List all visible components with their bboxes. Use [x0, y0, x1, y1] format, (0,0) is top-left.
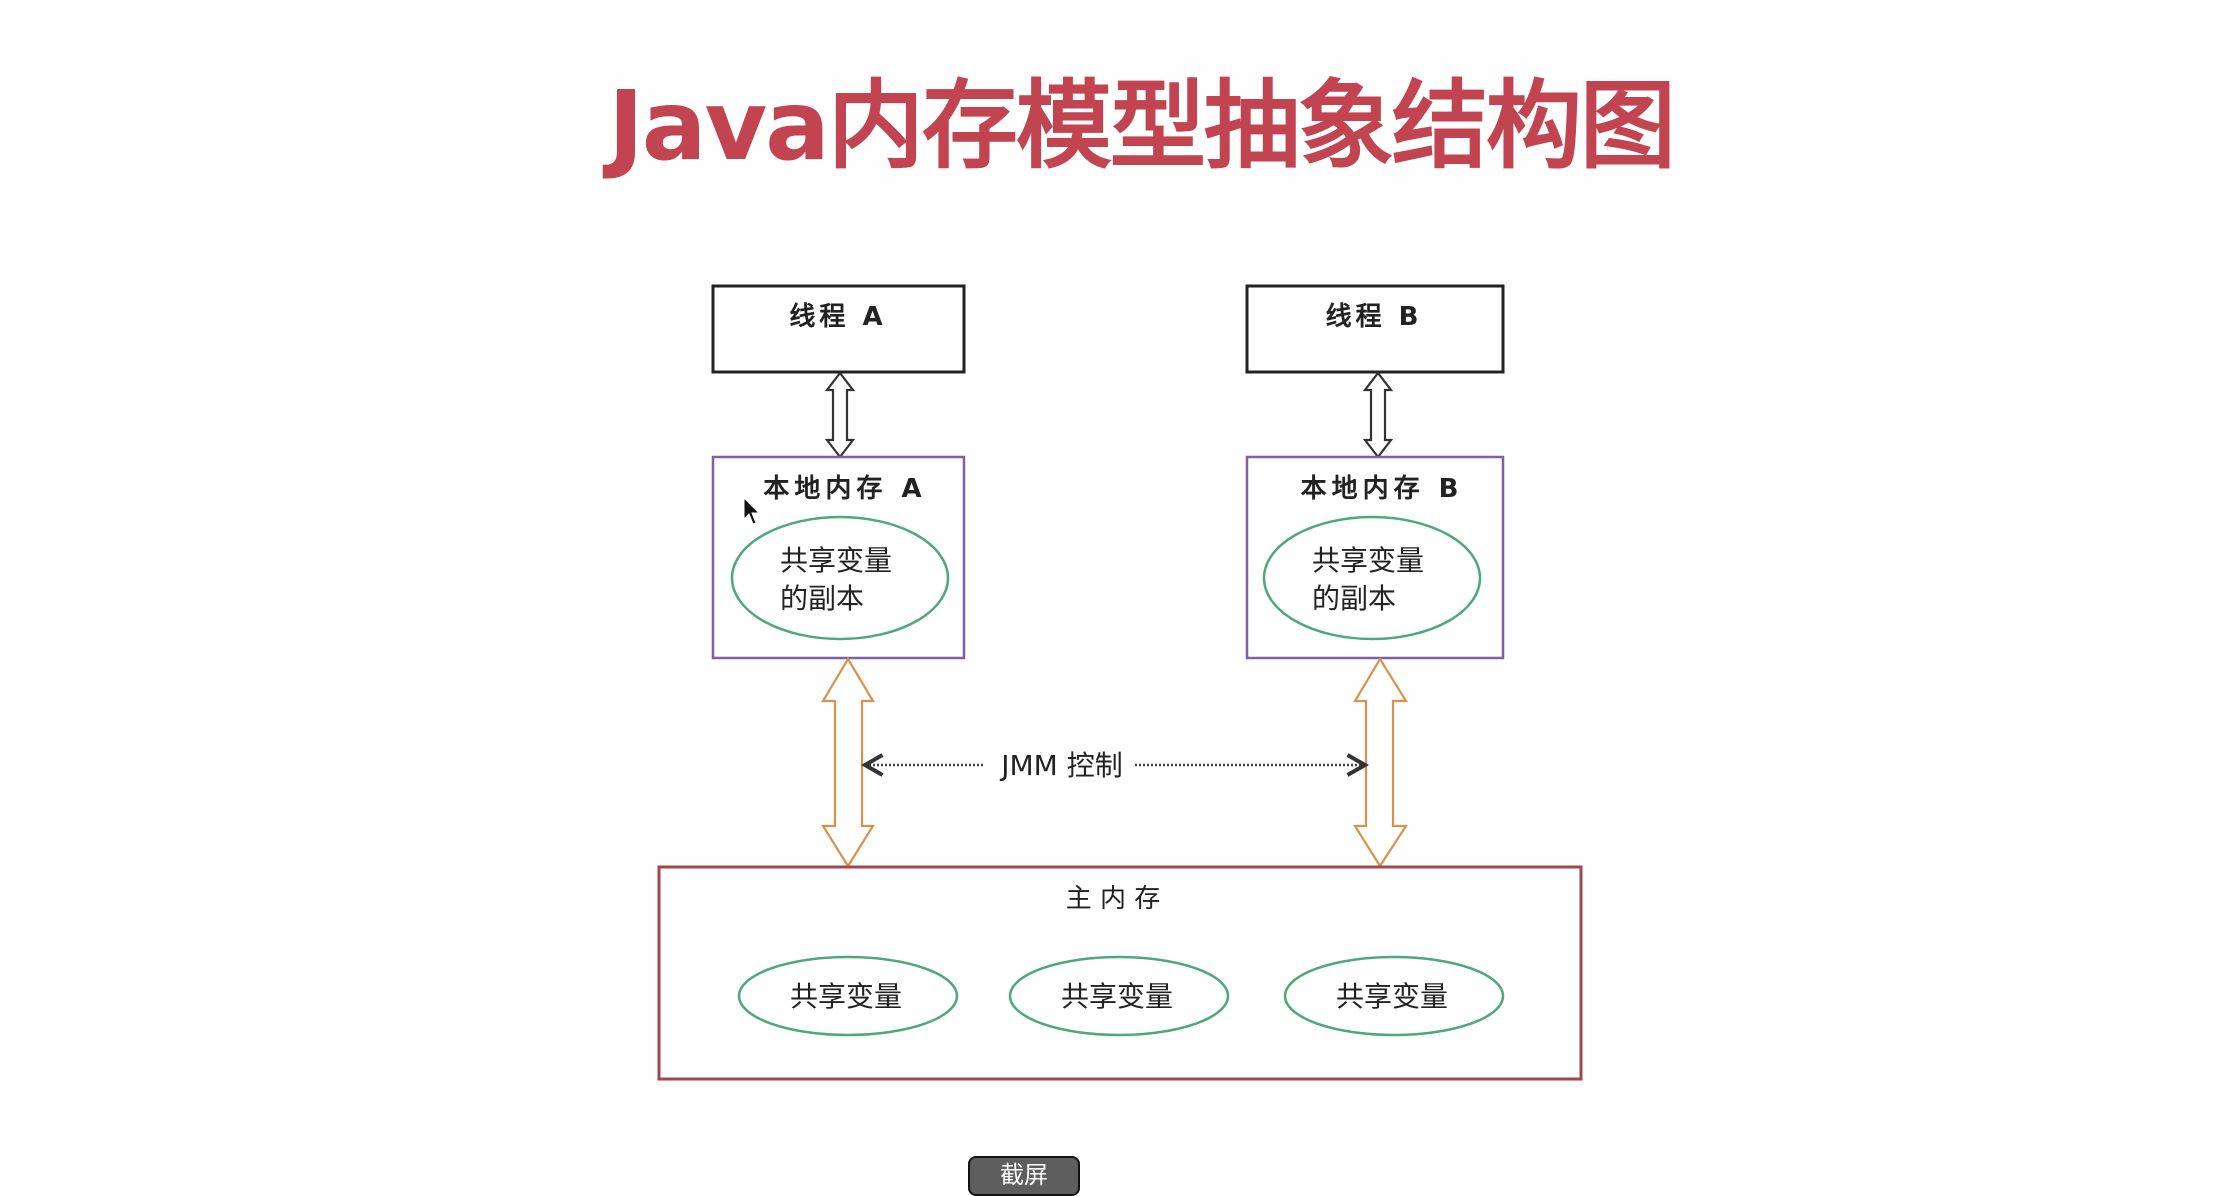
shared-variable-copy-b: [1262, 515, 1482, 641]
thread-a-local-arrow: [824, 371, 856, 459]
thread-b-local-arrow: [1362, 371, 1394, 459]
shared-variable-1: [737, 955, 959, 1037]
local-memory-b-box: 本地内存 B 共享变量 的副本: [1245, 455, 1505, 660]
copy-b-line2: 的副本: [1312, 582, 1396, 615]
jmm-control-label: JMM 控制: [999, 749, 1122, 782]
shared-variable-3-label: 共享变量: [1336, 980, 1448, 1013]
mouse-cursor-icon: [743, 497, 761, 525]
local-a-main-arrow: [821, 656, 875, 869]
thread-b-box: 线程 B: [1245, 284, 1505, 374]
thread-a-label: 线程 A: [789, 302, 886, 332]
local-b-main-arrow: [1353, 656, 1409, 869]
thread-b-label: 线程 B: [1326, 302, 1423, 332]
copy-b-line1: 共享变量: [1312, 544, 1424, 577]
shared-variable-1-label: 共享变量: [790, 980, 902, 1013]
shared-variable-2-label: 共享变量: [1061, 980, 1173, 1013]
local-memory-a-label: 本地内存 A: [763, 474, 926, 504]
shared-variable-copy-a: [730, 515, 950, 641]
shared-variable-3: [1283, 955, 1505, 1037]
local-memory-b-label: 本地内存 B: [1301, 474, 1464, 504]
copy-a-line1: 共享变量: [780, 544, 892, 577]
slide-title: Java内存模型抽象结构图: [608, 70, 1676, 182]
copy-a-line2: 的副本: [780, 582, 864, 615]
main-memory-label: 主 内 存: [1066, 884, 1161, 914]
local-memory-a-box: 本地内存 A 共享变量 的副本: [711, 455, 966, 660]
thread-a-box: 线程 A: [711, 284, 966, 374]
screenshot-button[interactable]: 截屏: [968, 1156, 1080, 1196]
shared-variable-2: [1008, 955, 1230, 1037]
main-memory-box: 主 内 存 共享变量 共享变量 共享变量: [657, 865, 1583, 1081]
